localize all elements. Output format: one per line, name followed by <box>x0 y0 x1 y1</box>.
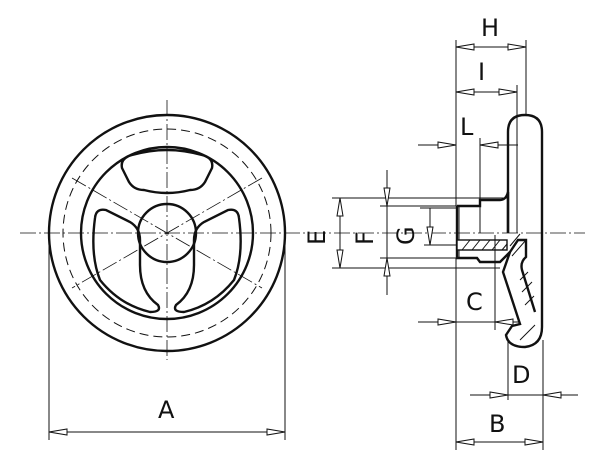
spoke-opening-top <box>120 148 214 195</box>
label-i: I <box>478 58 485 86</box>
rim-outer <box>47 113 287 353</box>
dimension-g: G <box>392 207 457 246</box>
front-view <box>20 100 310 360</box>
diag-centerline-2 <box>71 177 263 289</box>
dimension-b: B <box>455 410 544 446</box>
label-b: B <box>489 410 505 438</box>
rim-hidden <box>62 128 272 338</box>
label-a: A <box>158 396 175 424</box>
dimension-i: I <box>455 58 518 96</box>
dimension-a: A <box>48 240 286 440</box>
dimension-f: F <box>351 170 457 295</box>
dimension-l: L <box>418 113 518 200</box>
dimension-e: E <box>303 197 508 269</box>
spoke-opening-right <box>173 208 242 314</box>
label-f: F <box>351 231 379 245</box>
label-e: E <box>303 230 331 245</box>
label-l: L <box>460 113 474 141</box>
label-c: C <box>466 288 483 316</box>
dimension-h: H <box>455 14 527 206</box>
rim-profile <box>501 113 544 349</box>
label-h: H <box>481 14 499 42</box>
spoke-opening-left <box>92 208 161 314</box>
label-g: G <box>392 226 420 245</box>
dimension-d: D <box>470 340 578 450</box>
dimension-c: C <box>418 235 520 450</box>
side-view <box>310 40 585 349</box>
label-d: D <box>512 361 530 389</box>
rim-inner <box>79 145 255 321</box>
